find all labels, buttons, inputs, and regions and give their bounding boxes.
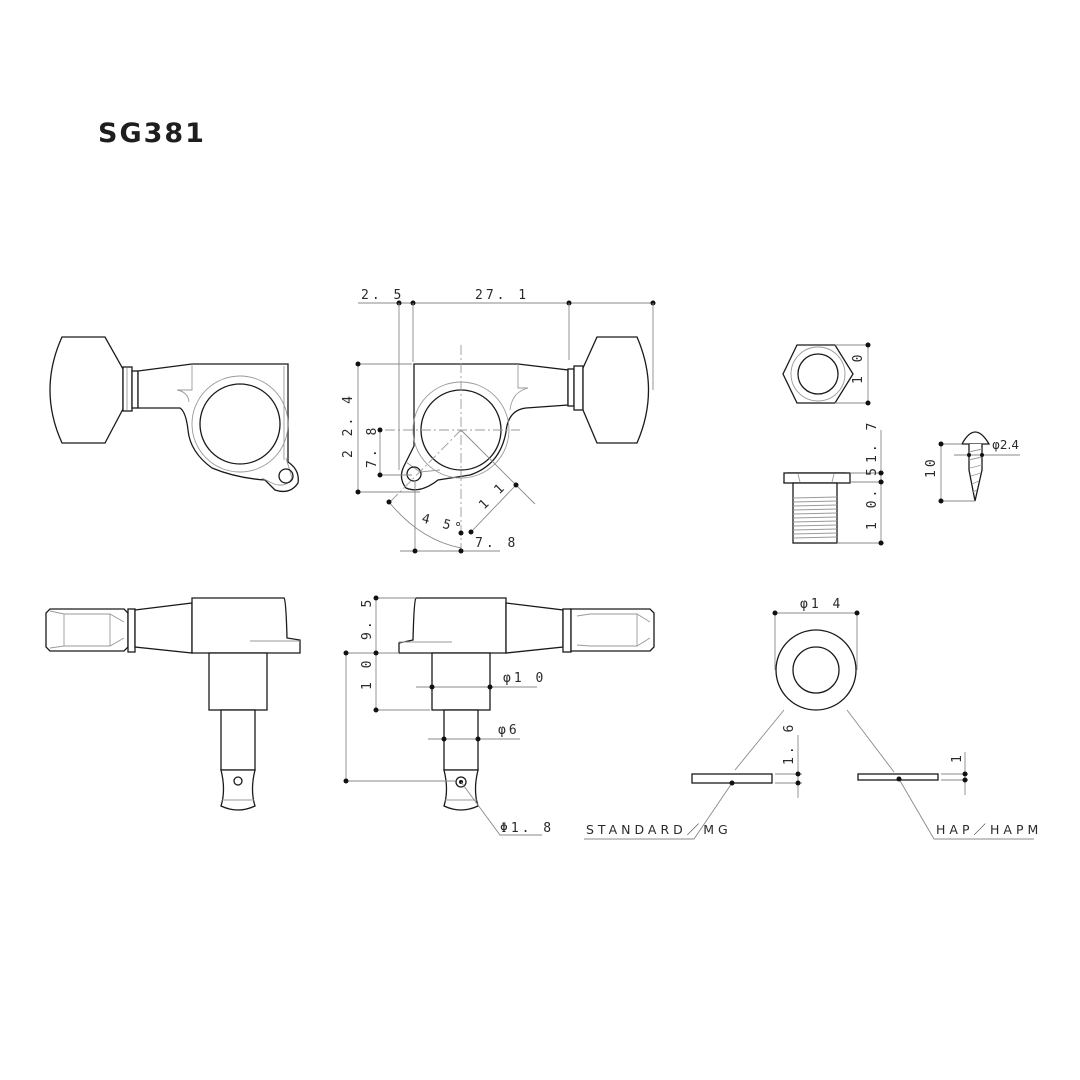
dimensions-side-right: 9. 5 1 0 φ1 0 φ6 Φ1. 8 xyxy=(343,595,554,836)
dim-housing-height: 9. 5 xyxy=(360,597,375,640)
dim-angle: 4 5° xyxy=(420,511,466,537)
washer-views: φ1 4 1. 6 STANDARD／MG 1 HAP／HAPM xyxy=(584,597,1042,840)
hex-nut-top-view: 1 0 xyxy=(782,342,871,406)
dim-washer-standard-thickness: 1. 6 xyxy=(782,722,797,765)
dimensions-front-right: 2. 5 27. 1 2 2. 4 7. 8 4 5° 1 1 7. 8 xyxy=(341,288,656,554)
dim-ear-offset: 7. 8 xyxy=(365,425,380,468)
washer-hap-label: HAP／HAPM xyxy=(936,822,1042,837)
model-title: SG381 xyxy=(98,118,206,149)
dim-top-length: 27. 1 xyxy=(475,288,529,303)
dim-bushing-flange: 1. 7 xyxy=(865,420,880,463)
dim-top-offset: 2. 5 xyxy=(361,288,404,303)
dim-washer-hap-thickness: 1 xyxy=(950,752,965,763)
dim-screw-diameter: φ2.4 xyxy=(992,438,1019,452)
dim-hex-nut: 1 0 xyxy=(851,352,866,384)
threaded-bushing-side-view: 1. 7 1 0. 5 xyxy=(783,420,884,546)
side-view-left-tuner xyxy=(45,597,301,811)
dim-post-diameter: φ1 0 xyxy=(503,671,546,686)
dim-ear-diagonal: 1 1 xyxy=(476,479,510,513)
front-view-left-tuner xyxy=(49,336,299,493)
dim-bushing-length: 1 0. 5 xyxy=(865,465,880,530)
dim-body-height: 2 2. 4 xyxy=(341,393,356,458)
dim-washer-diameter: φ1 4 xyxy=(800,597,843,612)
dim-shaft-diameter: φ6 xyxy=(498,723,520,738)
washer-standard-label: STANDARD／MG xyxy=(586,822,732,837)
mounting-screw: φ2.4 10 xyxy=(924,431,1020,504)
dim-screw-length: 10 xyxy=(924,456,939,478)
dim-string-hole: Φ1. 8 xyxy=(500,821,554,836)
front-view-right-tuner xyxy=(385,336,650,555)
dim-ear-horizontal: 7. 8 xyxy=(475,536,518,551)
dim-post-length: 1 0 xyxy=(360,658,375,690)
side-view-right-tuner xyxy=(398,597,655,811)
